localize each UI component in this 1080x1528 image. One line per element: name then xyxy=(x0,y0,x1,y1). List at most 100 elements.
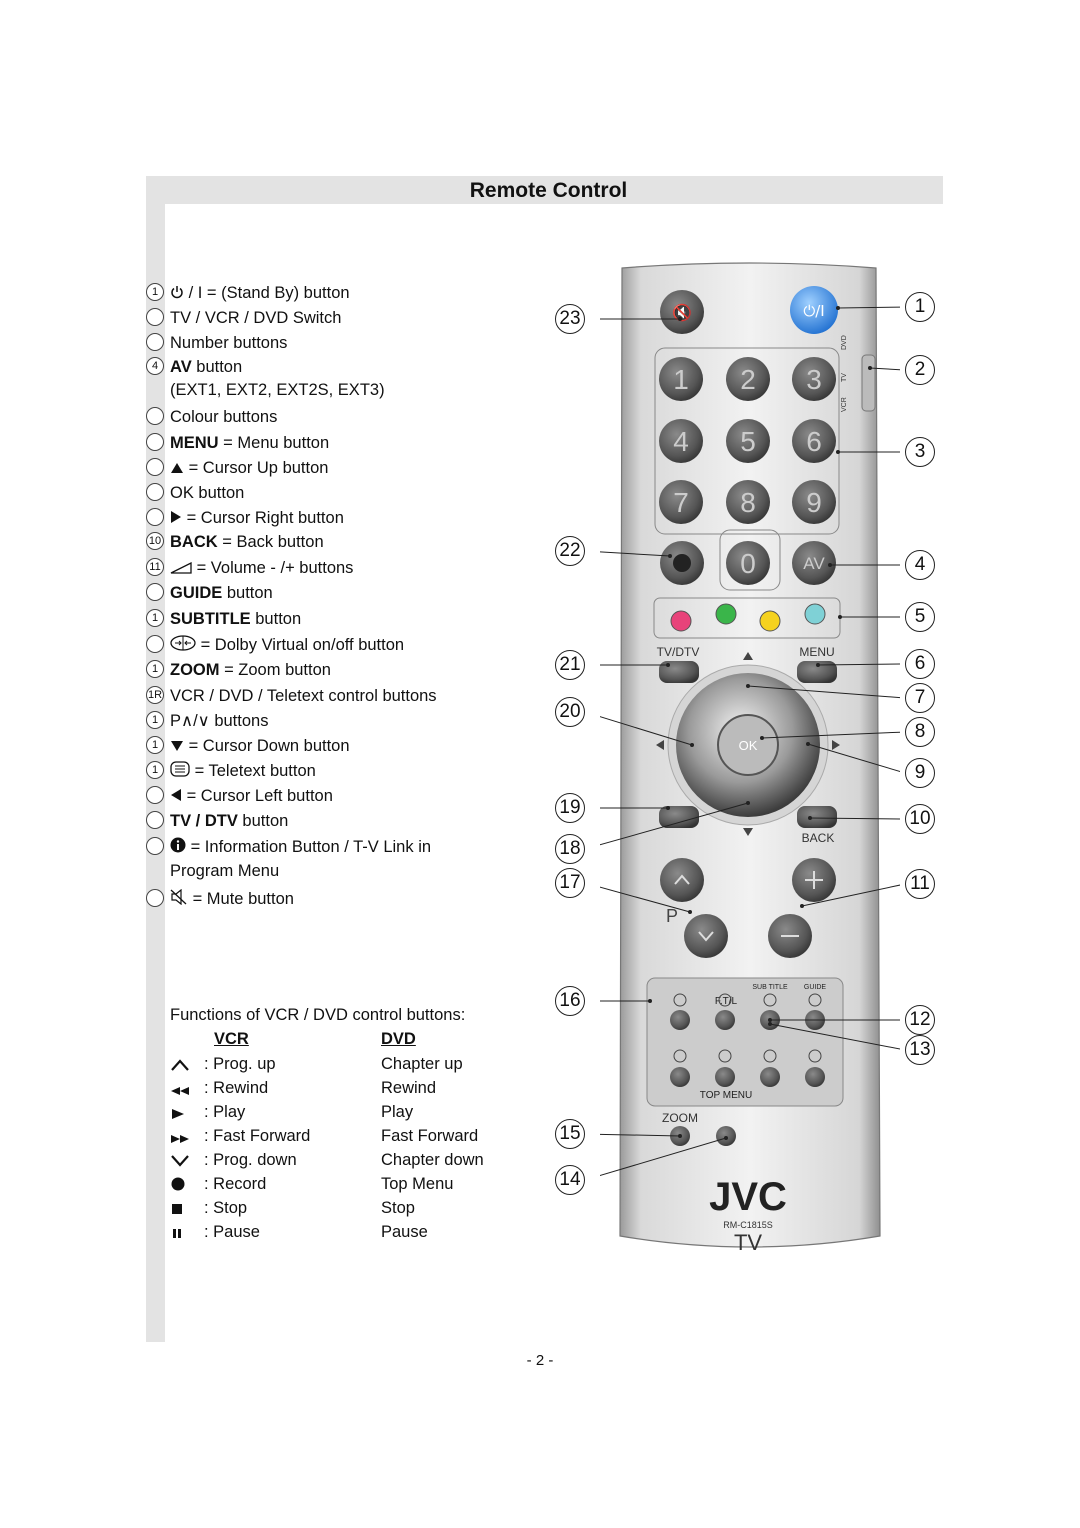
legend-item-label: = Teletext button xyxy=(170,759,316,784)
callout-leader-line xyxy=(807,743,900,773)
callout-leader-line xyxy=(600,716,693,746)
number-button[interactable] xyxy=(792,419,836,463)
number-label: 4 xyxy=(673,426,689,457)
callout-leader-dot xyxy=(838,615,842,619)
legend-item-text: Colour buttons xyxy=(170,408,278,426)
number-button[interactable] xyxy=(659,419,703,463)
legend-item-text: (EXT1, EXT2, EXT2S, EXT3) xyxy=(170,381,385,399)
callout-number: 11 xyxy=(905,869,935,899)
teletext-icon xyxy=(170,760,190,784)
number-label: 5 xyxy=(740,426,756,457)
number-button[interactable] xyxy=(792,480,836,524)
power-button[interactable] xyxy=(790,286,838,334)
panel-small-icon xyxy=(673,1049,687,1063)
callout-number: 15 xyxy=(555,1119,585,1149)
legend-item-label: = Cursor Up button xyxy=(170,456,328,481)
tvdtv-button[interactable] xyxy=(659,661,699,683)
callout-number: 13 xyxy=(905,1035,935,1065)
chevron-down-icon xyxy=(170,1152,190,1174)
program-down-button[interactable] xyxy=(684,914,728,958)
zoom-label: ZOOM xyxy=(662,1111,698,1125)
vcr-function: : Record xyxy=(204,1175,267,1193)
legend-item-label: SUBTITLE button xyxy=(170,607,301,631)
callout-number: 5 xyxy=(905,602,935,632)
callout-leader-dot xyxy=(828,563,832,567)
stop-icon xyxy=(170,1200,184,1222)
record-icon xyxy=(170,1176,186,1198)
vcr-header: VCR xyxy=(214,1030,249,1048)
legend-item-number: 1 xyxy=(146,711,164,729)
callout-leader-dot xyxy=(666,663,670,667)
number-button[interactable] xyxy=(726,541,770,585)
power-icon: ⏻/I xyxy=(803,302,824,320)
panel-small-icon xyxy=(673,993,687,1007)
vcr-function: : Pause xyxy=(204,1223,260,1241)
panel-button[interactable] xyxy=(670,1067,690,1087)
callout-number: 7 xyxy=(905,683,935,713)
panel-button[interactable] xyxy=(670,1010,690,1030)
callout-leader-line xyxy=(809,817,900,820)
legend-item-number xyxy=(146,407,164,425)
number-label: 9 xyxy=(806,487,822,518)
legend-item-label: = Cursor Down button xyxy=(170,734,350,759)
ok-button[interactable] xyxy=(717,714,779,776)
play-icon xyxy=(170,1104,186,1126)
tv-vcr-dvd-switch[interactable] xyxy=(861,354,876,412)
colour-key-button[interactable] xyxy=(670,610,692,632)
number-pad-frame xyxy=(654,347,840,535)
menu-button[interactable] xyxy=(797,661,837,683)
dolby-virtual-icon xyxy=(170,634,196,658)
dvd-function: Top Menu xyxy=(381,1175,454,1193)
panel-button[interactable] xyxy=(715,1010,735,1030)
legend-item-text: = Cursor Left button xyxy=(182,787,333,805)
legend-item-label: TV / VCR / DVD Switch xyxy=(170,306,341,330)
colour-key-button[interactable] xyxy=(759,610,781,632)
vcr-dvd-panel xyxy=(646,977,844,1107)
program-up-button[interactable] xyxy=(660,858,704,902)
legend-item-text: = Dolby Virtual on/off button xyxy=(196,636,405,654)
legend-item-text: TV / VCR / DVD Switch xyxy=(170,309,342,327)
av-label: AV xyxy=(803,554,825,573)
callout-number: 10 xyxy=(905,804,935,834)
colour-key-button[interactable] xyxy=(715,603,737,625)
legend-item-number xyxy=(146,433,164,451)
number-button[interactable] xyxy=(792,357,836,401)
callout-number: 23 xyxy=(555,304,585,334)
dvd-function: Chapter down xyxy=(381,1151,484,1169)
dvd-function: Chapter up xyxy=(381,1055,463,1073)
back-button[interactable] xyxy=(797,806,837,828)
dvd-function: Play xyxy=(381,1103,414,1121)
legend-item-label: AV button xyxy=(170,355,242,379)
mute-button[interactable] xyxy=(660,290,704,334)
teletext-button[interactable] xyxy=(659,806,699,828)
top-menu-label: TOP MENU xyxy=(700,1090,752,1101)
chevron-down-icon xyxy=(698,931,714,942)
chevron-up-icon xyxy=(170,1056,190,1078)
pause-icon xyxy=(170,1224,184,1246)
callout-leader-line xyxy=(600,802,749,846)
colour-key-button[interactable] xyxy=(804,603,826,625)
av-button[interactable] xyxy=(792,541,836,585)
number-button[interactable] xyxy=(726,357,770,401)
callout-leader-line xyxy=(869,367,900,371)
number-label: 1 xyxy=(673,364,689,395)
mute-icon xyxy=(170,888,188,912)
number-button[interactable] xyxy=(659,357,703,401)
zero-frame xyxy=(719,529,781,591)
number-button[interactable] xyxy=(726,419,770,463)
panel-button[interactable] xyxy=(760,1067,780,1087)
ftl-label: F.T/L xyxy=(715,996,738,1007)
legend-item-bold: SUBTITLE xyxy=(170,610,251,628)
number-button[interactable] xyxy=(726,480,770,524)
panel-button[interactable] xyxy=(715,1067,735,1087)
panel-small-icon xyxy=(763,1049,777,1063)
panel-small-icon xyxy=(808,993,822,1007)
callout-leader-line xyxy=(837,306,900,309)
switch-position-label: VCR xyxy=(841,397,848,412)
number-button[interactable] xyxy=(659,480,703,524)
legend-item-number: 11 xyxy=(146,558,164,576)
panel-button[interactable] xyxy=(805,1067,825,1087)
callout-number: 8 xyxy=(905,717,935,747)
info-icon xyxy=(170,836,186,860)
